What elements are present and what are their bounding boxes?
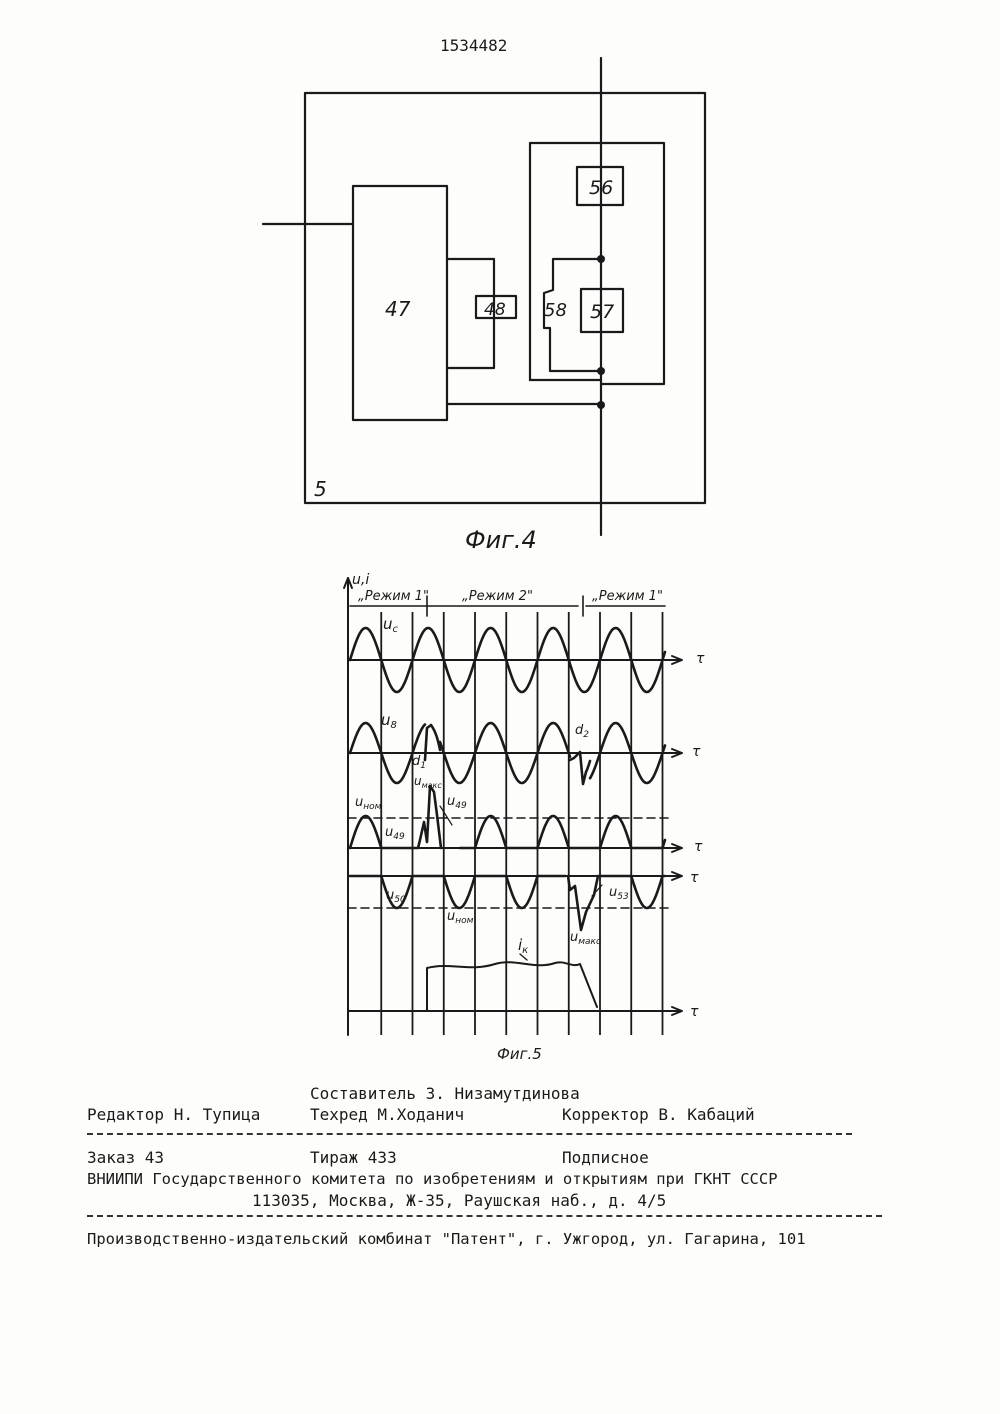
mode-label-1: „Режим 1": [358, 589, 429, 604]
label-umax-2: uмакс: [570, 930, 601, 947]
circulation-line: Тираж 433: [310, 1149, 397, 1167]
t-axis-label: τ: [692, 744, 701, 760]
waveform-u8-spike: [570, 752, 590, 784]
block-56-label: 56: [589, 177, 613, 199]
waveform-u49-spike: [412, 786, 441, 848]
mode-label-2: „Режим 2": [462, 589, 533, 604]
junction-dot: [597, 255, 605, 263]
label-unom-2: uном: [447, 909, 474, 926]
figure-5-timing-diagram: u,i „Режим 1" „Режим 2" „Режим 1" τ τ τ …: [0, 560, 1000, 1080]
outer-frame-5: [305, 93, 705, 503]
junction-dot: [597, 367, 605, 375]
y-axis-label: u,i: [352, 572, 369, 588]
divider: [87, 1133, 852, 1135]
org-line: ВНИИПИ Государственного комитета по изоб…: [87, 1170, 778, 1188]
waveform-u50-spike: [568, 876, 598, 930]
publisher-line: Производственно-издательский комбинат "П…: [87, 1230, 806, 1248]
waveform-u8-spike: [425, 725, 440, 760]
junction-dot: [597, 401, 605, 409]
divider: [87, 1215, 882, 1217]
corrector-line: Корректор В. Кабаций: [562, 1106, 755, 1124]
label-u49-a: u49: [447, 794, 467, 811]
label-u53: u53: [609, 885, 629, 902]
label-ik: iк: [518, 936, 528, 956]
label-uc: uc: [383, 615, 399, 635]
label-d2: d2: [575, 723, 589, 740]
label-unom-1: uном: [355, 795, 382, 812]
label-u50: u50: [386, 888, 406, 905]
address-line: 113035, Москва, Ж-35, Раушская наб., д. …: [252, 1192, 666, 1210]
frame-5-label: 5: [314, 477, 327, 501]
composer-line: Составитель З. Низамутдинова: [310, 1085, 580, 1103]
figure-5-caption: Фиг.5: [497, 1045, 542, 1063]
mode-label-3: „Режим 1": [592, 589, 663, 604]
editor-line: Редактор Н. Тупица: [87, 1106, 260, 1124]
subscription-line: Подписное: [562, 1149, 649, 1167]
label-u8: u8: [381, 711, 397, 731]
t-axis-label: τ: [690, 1004, 699, 1020]
waveform-u50: [350, 876, 565, 908]
figure-4-diagram: 47 48 56 57 58 5 Фиг.4: [0, 0, 1000, 560]
label-d1: d1: [412, 754, 426, 771]
block-48-label: 48: [484, 300, 506, 320]
figure-4-caption: Фиг.4: [465, 526, 537, 554]
t-axis-label: τ: [690, 870, 699, 886]
t-axis-label: τ: [694, 839, 703, 855]
order-line: Заказ 43: [87, 1149, 164, 1167]
t-axis-label: τ: [696, 651, 705, 667]
label-umax-1: uмакс: [414, 774, 442, 790]
block-47-label: 47: [385, 297, 411, 321]
block-58-label: 58: [544, 300, 567, 321]
label-u49-b: u49: [385, 825, 405, 842]
techred-line: Техред М.Ходанич: [310, 1106, 464, 1124]
waveform-u49: [460, 816, 665, 848]
block-57-label: 57: [590, 301, 614, 323]
current-ik-curve: [427, 962, 597, 1011]
